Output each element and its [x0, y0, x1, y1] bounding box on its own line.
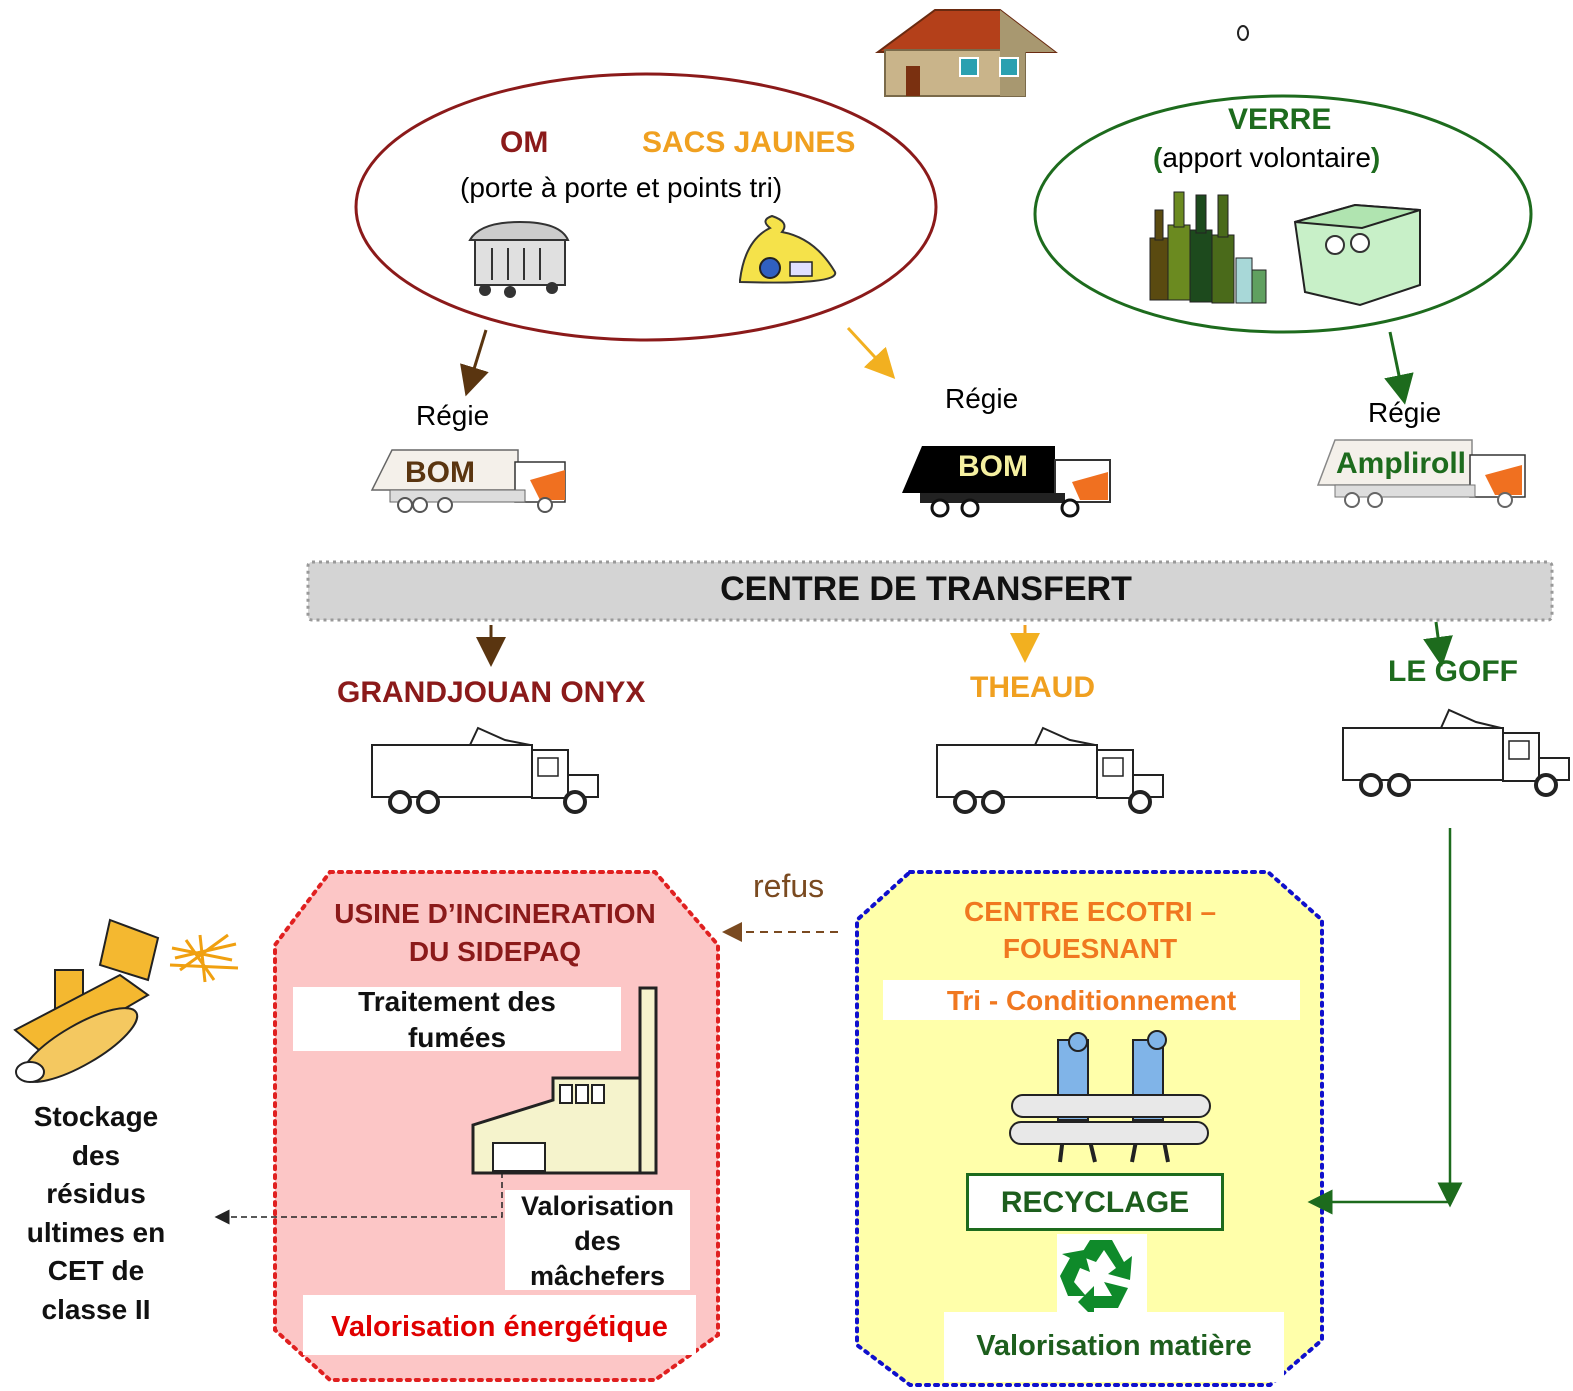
glass-bottles-icon	[1149, 191, 1267, 304]
carrier-theaud: THEAUD	[970, 671, 1095, 704]
glass-container-icon	[1293, 203, 1421, 307]
recyclage-label: RECYCLAGE	[1000, 1186, 1190, 1219]
energetique-box	[303, 1295, 696, 1355]
transfer-center-label: CENTRE DE TRANSFERT	[720, 570, 1132, 608]
fumees-box	[293, 987, 621, 1051]
arrow-sacs-to-bom	[846, 326, 896, 380]
carrier-legoff: LE GOFF	[1388, 655, 1518, 688]
small-dot-icon	[1237, 25, 1249, 41]
incineration-title: USINE D’INCINERATION DU SIDEPAQ	[334, 898, 656, 967]
regie-label-1: Régie	[416, 400, 490, 431]
energetique-label: Valorisation énergétique	[331, 1311, 668, 1343]
matiere-label: Valorisation matière	[976, 1330, 1252, 1362]
machefers-label: Valorisation des mâchefers	[520, 1191, 675, 1291]
refus-label: refus	[753, 868, 825, 904]
factory-icon	[471, 986, 658, 1175]
sacs-jaunes-label: SACS JAUNES	[642, 126, 856, 159]
bom-truck-1-icon	[370, 449, 566, 513]
fumees-label: Traitement des fumées	[358, 986, 556, 1053]
verre-label: VERRE	[1228, 103, 1332, 136]
verre-subtitle: (apport volontaire)	[1153, 142, 1381, 173]
bulldozer-icon	[13, 918, 239, 1083]
collection-verre-ellipse	[1033, 94, 1533, 334]
house-icon	[874, 9, 1058, 97]
transfer-center-bar	[306, 560, 1554, 622]
tri-box	[883, 980, 1300, 1020]
om-label: OM	[500, 126, 549, 159]
bom-truck-2-icon	[902, 446, 1111, 518]
ampliroll-truck-icon	[1316, 439, 1526, 508]
storage-label: Stockage des résidus ultimes en CET de c…	[26, 1101, 166, 1325]
arrow-om-to-bom	[460, 329, 489, 397]
semi-truck-1-icon	[371, 726, 599, 814]
regie-label-2: Régie	[945, 383, 1019, 414]
regie-label-3: Régie	[1368, 397, 1442, 428]
bom-label-1: BOM	[405, 456, 475, 489]
arrow-transfer-legoff	[1423, 621, 1453, 667]
matiere-box	[944, 1312, 1284, 1382]
arrow-machefers-storage	[214, 1172, 503, 1225]
yellow-bag-icon	[739, 214, 837, 284]
recycling-symbol-icon	[1060, 1240, 1132, 1318]
tri-label: Tri - Conditionnement	[946, 985, 1237, 1016]
waste-bin-icon	[468, 220, 570, 298]
carrier-grandjouan: GRANDJOUAN ONYX	[337, 676, 646, 709]
collection-om-ellipse	[354, 72, 938, 342]
arrow-legoff-recyclage	[1307, 828, 1452, 1215]
arrow-verre-to-ampliroll	[1384, 331, 1414, 405]
recyclage-box	[966, 1173, 1224, 1231]
ecotri-title: CENTRE ECOTRI – FOUESNANT	[963, 896, 1217, 964]
om-subtitle: (porte à porte et points tri)	[460, 172, 783, 203]
semi-truck-2-icon	[936, 726, 1164, 814]
machefers-box	[505, 1190, 690, 1290]
semi-truck-3-icon	[1342, 708, 1570, 797]
bom-label-2: BOM	[958, 450, 1028, 483]
ampliroll-label: Ampliroll	[1336, 447, 1467, 480]
workers-recycling-icon	[1009, 1030, 1211, 1163]
